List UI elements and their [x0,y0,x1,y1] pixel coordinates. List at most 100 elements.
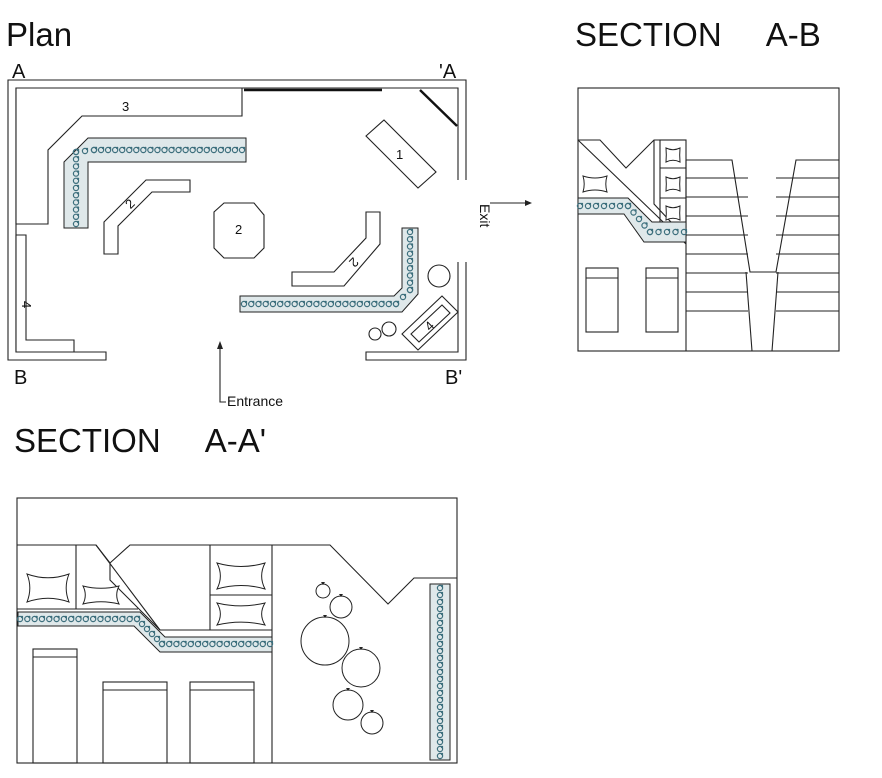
leaf [410,228,414,232]
leaf [667,228,671,232]
leaf [115,146,119,150]
display-wall-3: 3 [15,87,243,225]
leaf [641,222,648,229]
leaf [410,236,414,239]
leaf [382,300,385,304]
leaf [276,300,284,308]
plan-drawing: A 'A B B' 3 4 1 [7,61,532,409]
section-aa-drawing [16,497,458,764]
leaf [436,640,444,648]
plan-title: Plan [6,16,72,53]
leaf [130,615,133,619]
planter-strip-upper [63,137,247,229]
cushion [215,602,267,626]
leaf [259,300,262,304]
leaf [72,184,80,192]
round-stool [368,327,382,341]
leaf [436,661,444,669]
leaf [392,300,400,308]
hanging-sphere-hook [321,582,325,585]
leaf [71,615,75,619]
section-ab-drawing [576,87,840,352]
leaf [172,146,175,150]
leaf [72,220,80,228]
leaf [90,146,98,154]
leaf [684,228,688,232]
hanging-sphere-hook [323,615,327,618]
section-ab-bed [645,267,679,333]
leaf [406,257,414,265]
leaf [266,640,274,648]
leaf [20,615,24,619]
leaf [193,146,196,150]
leaf [305,300,313,308]
leaf [406,272,414,279]
leaf [194,640,202,648]
leaf [72,206,80,213]
leaf [57,615,60,619]
leaf [138,620,146,628]
leaf [53,615,60,623]
plan-number-1: 1 [396,147,403,162]
cushion [216,562,266,590]
leaf [31,615,38,623]
leaf [93,615,97,619]
leaf [76,184,80,188]
leaf [436,703,444,711]
leaf [79,615,82,619]
leaf [440,682,444,686]
leaf [580,202,584,206]
leaf [143,625,151,633]
leaf [142,620,146,624]
hanging-sphere-hook [346,688,350,691]
leaf [76,170,80,173]
leaf [270,640,274,644]
cushion [665,205,681,221]
leaf [72,191,80,199]
leaf [410,243,414,246]
leaf [196,146,203,154]
leaf [126,615,133,623]
cushion [26,573,70,603]
leaf [168,146,175,154]
leaf [228,146,232,150]
leaf [291,300,298,308]
leaf [240,300,248,308]
leaf [76,199,80,202]
leaf [406,265,414,272]
leaf [635,215,643,223]
leaf [16,615,24,623]
leaf [436,598,444,606]
leaf [436,724,444,732]
leaf [67,615,75,623]
leaf [179,146,182,150]
display-item-2-center: 2 [213,202,265,259]
leaf [436,752,444,760]
leaf [111,615,119,623]
leaf [223,640,230,648]
leaf [440,654,444,658]
leaf [406,286,414,294]
leaf [436,605,444,613]
leaf [259,640,266,648]
leaf [108,146,112,150]
leaf [76,177,80,180]
leaf [104,615,111,623]
leaf [440,689,444,693]
leaf [201,640,209,648]
leaf [101,615,104,619]
leaf [342,300,349,308]
leaf [663,228,671,236]
display-item-4-right: 4 [401,295,459,351]
leaf [237,640,245,648]
leaf [50,615,53,619]
leaf [140,146,147,154]
leaf [440,591,444,595]
leaf [252,640,259,648]
leaf [42,615,46,619]
section-aa-planter [17,611,273,653]
leaf [191,640,194,644]
leaf [206,640,209,644]
leaf [230,640,238,648]
leaf [238,146,246,154]
